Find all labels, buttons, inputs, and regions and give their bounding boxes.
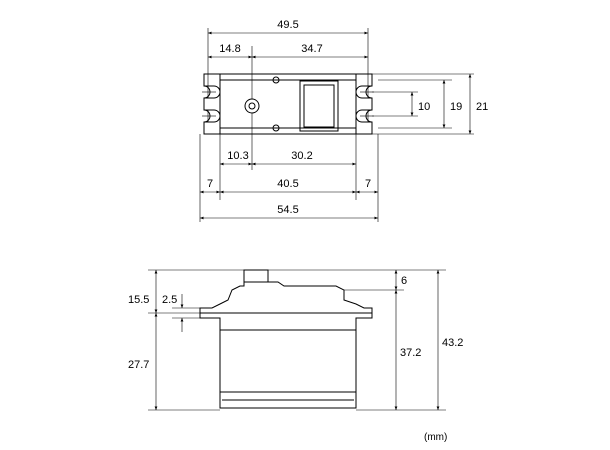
dim-label-6: 6	[401, 275, 407, 287]
dim-label-49-5: 49.5	[277, 19, 298, 31]
dim-label-10-3: 10.3	[227, 150, 248, 162]
dim-label-14-8: 14.8	[219, 43, 240, 55]
dim-label-54-5: 54.5	[277, 204, 298, 216]
top-view-label-window	[299, 80, 339, 132]
dim-label-27-7: 27.7	[128, 359, 149, 371]
dim-label-19: 19	[450, 101, 462, 113]
dim-label-34-7: 34.7	[301, 43, 322, 55]
output-shaft-outer	[244, 98, 260, 114]
output-shaft-inner	[248, 102, 256, 110]
right-lower-slot	[355, 109, 372, 123]
unit-label: (mm)	[424, 432, 447, 443]
dim-label-40-5: 40.5	[277, 178, 298, 190]
dim-label-7-left: 7	[207, 178, 213, 190]
left-upper-slot	[204, 85, 221, 99]
dim-label-37-2: 37.2	[400, 347, 421, 359]
dim-label-15-5: 15.5	[128, 294, 149, 306]
dim-label-30-2: 30.2	[291, 150, 312, 162]
right-upper-slot	[355, 85, 372, 99]
top-view-label-window-inner	[303, 84, 335, 128]
dim-label-2-5: 2.5	[162, 294, 177, 306]
top-view-flange-outline	[203, 73, 373, 135]
top-view: 49.5 14.8 34.7 10.3 30.2 7 40.5 7 54.5	[199, 19, 488, 222]
dim-label-43-2: 43.2	[442, 337, 463, 349]
dim-label-10: 10	[418, 101, 430, 113]
dim-label-21: 21	[476, 101, 488, 113]
side-view-body-outline	[199, 269, 373, 409]
left-lower-slot	[204, 109, 221, 123]
side-view: 15.5 2.5 27.7 6 37.2 43.2	[128, 269, 463, 411]
dim-label-7-right: 7	[365, 178, 371, 190]
